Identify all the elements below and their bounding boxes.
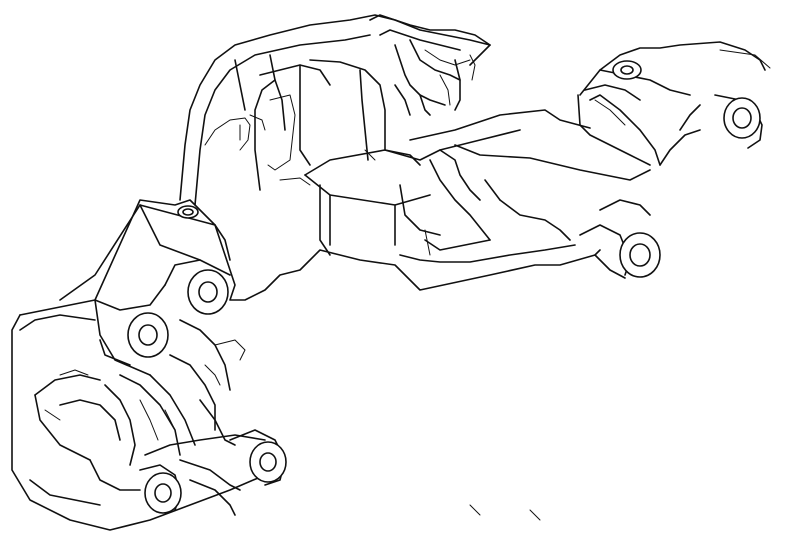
upper-tower	[179, 14, 491, 206]
outer-silhouette	[11, 199, 601, 531]
lower-cylinders	[139, 429, 287, 516]
left-lower-housing	[19, 314, 266, 506]
right-lower-cylinder	[579, 199, 661, 279]
right-arm	[577, 41, 771, 166]
small-details	[44, 114, 541, 521]
left-block	[59, 204, 231, 431]
top-mechanism	[369, 14, 491, 116]
central-deck	[304, 109, 651, 263]
